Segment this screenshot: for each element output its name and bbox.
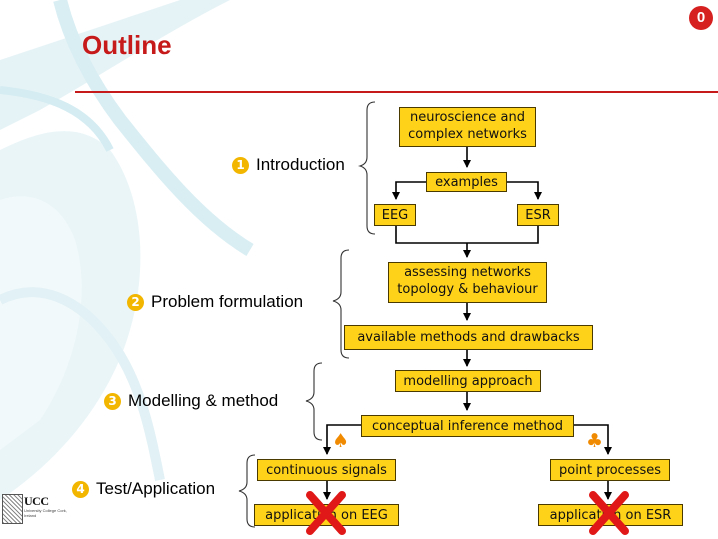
box-line: assessing networks xyxy=(404,265,531,280)
section-introduction[interactable]: 1 Introduction xyxy=(232,155,345,175)
seal-icon xyxy=(2,494,23,524)
box-assessing-networks: assessing networks topology & behaviour xyxy=(388,262,547,303)
page-title: Outline xyxy=(82,30,172,60)
section-label: Problem formulation xyxy=(151,292,304,311)
logo-subtext: University College Cork, Ireland xyxy=(24,508,67,518)
box-line: topology & behaviour xyxy=(397,282,538,297)
section-problem-formulation[interactable]: 2 Problem formulation xyxy=(127,292,303,312)
page-number-badge: 0 xyxy=(689,6,713,30)
box-continuous-signals: continuous signals xyxy=(257,459,396,481)
section-label: Test/Application xyxy=(96,479,216,498)
cross-mark-icon xyxy=(589,491,629,535)
box-conceptual-inference: conceptual inference method xyxy=(361,415,574,437)
logo-text: UCC xyxy=(24,494,49,508)
box-line: complex networks xyxy=(408,127,527,142)
section-label: Introduction xyxy=(256,155,345,174)
section-number-bullet: 2 xyxy=(127,294,144,311)
section-number-bullet: 4 xyxy=(72,481,89,498)
university-logo: UCC University College Cork, Ireland xyxy=(2,494,74,524)
cross-mark-icon xyxy=(306,491,346,535)
box-esr: ESR xyxy=(517,204,559,226)
box-line: neuroscience and xyxy=(410,110,525,125)
box-eeg: EEG xyxy=(374,204,416,226)
section-modelling-method[interactable]: 3 Modelling & method xyxy=(104,391,278,411)
section-number-bullet: 3 xyxy=(104,393,121,410)
box-neuroscience-complex-networks: neuroscience and complex networks xyxy=(399,107,536,147)
box-point-processes: point processes xyxy=(550,459,670,481)
box-examples: examples xyxy=(426,172,507,192)
section-number-bullet: 1 xyxy=(232,157,249,174)
club-icon: ♣ xyxy=(586,430,604,452)
section-label: Modelling & method xyxy=(128,391,279,410)
title-divider xyxy=(75,91,718,93)
spade-icon: ♠ xyxy=(332,430,350,452)
box-available-methods: available methods and drawbacks xyxy=(344,325,593,350)
box-modelling-approach: modelling approach xyxy=(395,370,541,392)
section-test-application[interactable]: 4 Test/Application xyxy=(72,479,215,499)
